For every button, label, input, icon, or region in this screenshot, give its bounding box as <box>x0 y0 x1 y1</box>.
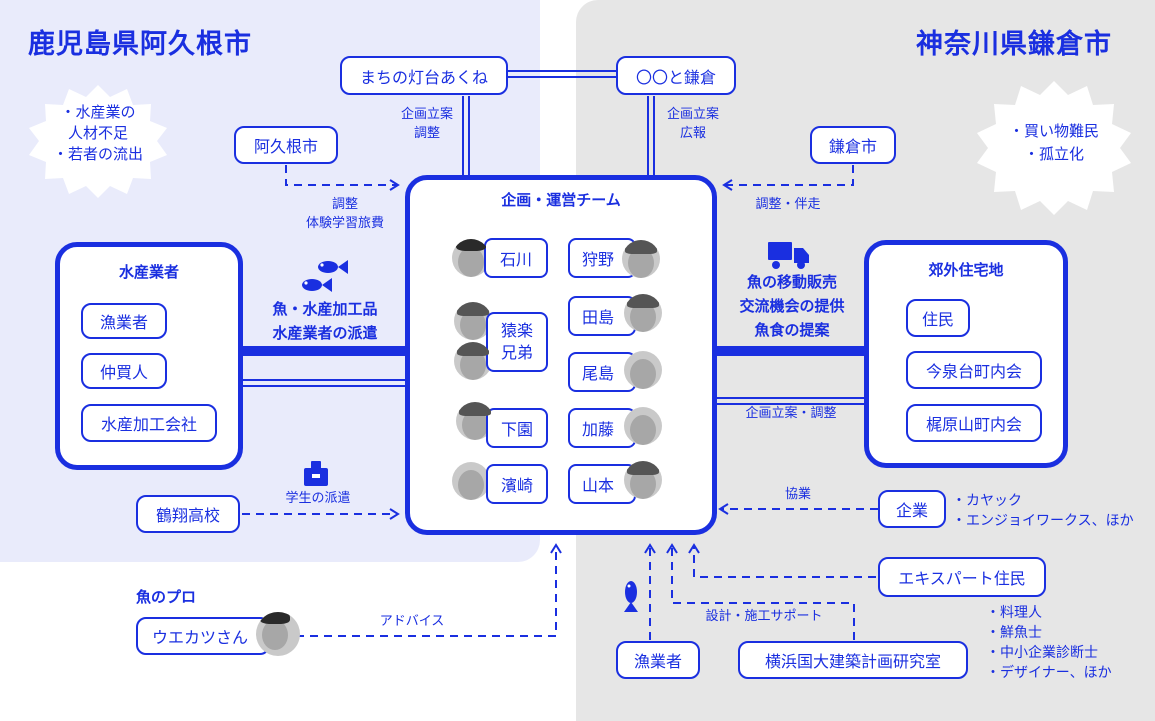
suburb-item-kajiwarayama: 梶原山町内会 <box>906 404 1042 442</box>
kamakura-city-role: 調整・伴走 <box>755 197 821 212</box>
suburb-coordination-label: 企画立案・調整 <box>745 406 837 421</box>
suburb-item-residents: 住民 <box>906 299 970 337</box>
expert-item: ・デザイナー、ほか <box>986 665 1112 681</box>
member-shimozono: 下園 <box>486 408 548 448</box>
member-hamasaki: 濱崎 <box>486 464 548 504</box>
fishery-flow-label: 魚・水産加工品 水産業者の派遣 <box>250 297 400 345</box>
flow-label-line: 魚の移動販売 <box>746 273 837 291</box>
expert-item: ・中小企業診断士 <box>986 645 1098 661</box>
member-photo <box>624 294 662 332</box>
expert-list: ・料理人 ・鮮魚士 ・中小企業診断士 ・デザイナー、ほか <box>986 603 1112 683</box>
lab-label: 設計・施工サポート <box>705 609 823 624</box>
role-line: 体験学習旅費 <box>305 216 384 231</box>
suburb-title: 郊外住宅地 <box>928 261 1004 279</box>
kamakura-project-box: 〇〇と鎌倉 <box>616 56 736 95</box>
fishery-item-fisherman: 漁業者 <box>81 303 167 339</box>
akune-project-box: まちの灯台あくね <box>340 56 508 95</box>
school-label: 学生の派遣 <box>285 491 351 506</box>
suburb-item-imaizumidai: 今泉台町内会 <box>906 351 1042 389</box>
fish-pro-label: アドバイス <box>379 614 445 629</box>
akune-region-title: 鹿児島県阿久根市 <box>28 29 252 60</box>
companies-list: ・カヤック ・エンジョイワークス、ほか <box>952 491 1134 531</box>
suburb-flow-label: 魚の移動販売 交流機会の提供 魚食の提案 <box>722 270 862 342</box>
member-photo <box>624 461 662 499</box>
fish-pro-heading: 魚のプロ <box>136 588 197 606</box>
expert-item: ・料理人 <box>986 605 1042 621</box>
member-photo <box>622 240 660 278</box>
member-photo <box>454 342 492 380</box>
kamakura-city-box: 鎌倉市 <box>810 126 896 164</box>
akune-issue-line: ・水産業の <box>60 103 136 121</box>
school-box: 鶴翔高校 <box>136 495 240 533</box>
member-photo <box>454 302 492 340</box>
kamakura-project-role: 企画立案 広報 <box>658 105 728 143</box>
fish-pro-box: ウエカツさん <box>136 617 270 655</box>
role-line: 企画立案 <box>400 107 453 122</box>
member-photo <box>624 407 662 445</box>
kamakura-issue-line: ・孤立化 <box>1023 145 1084 163</box>
flow-label-line: 魚食の提案 <box>754 321 830 339</box>
kamakura-issues: ・買い物難民 ・孤立化 <box>998 120 1110 166</box>
companies-box: 企業 <box>878 490 946 528</box>
member-photo <box>452 239 490 277</box>
fisherman-box: 漁業者 <box>616 641 700 679</box>
fishery-item-processing-company: 水産加工会社 <box>81 404 217 442</box>
kamakura-region-title: 神奈川県鎌倉市 <box>916 29 1112 60</box>
companies-label: 協業 <box>784 487 811 502</box>
role-line: 広報 <box>679 126 706 141</box>
akune-issues: ・水産業の 人材不足 ・若者の流出 <box>42 102 154 165</box>
akune-city-box: 阿久根市 <box>234 126 338 164</box>
company-item: ・カヤック <box>952 493 1022 509</box>
member-sarugaku-brothers: 猿楽 兄弟 <box>486 312 548 372</box>
role-line: 調整 <box>331 197 358 212</box>
expert-residents-box: エキスパート住民 <box>878 557 1046 597</box>
fish-pro-photo <box>256 612 300 656</box>
lab-box: 横浜国大建築計画研究室 <box>738 641 968 679</box>
company-item: ・エンジョイワークス、ほか <box>952 513 1134 529</box>
right-issue-burst <box>977 81 1131 215</box>
akune-project-role: 企画立案 調整 <box>392 105 462 143</box>
member-photo <box>452 462 490 500</box>
planning-team-title: 企画・運営チーム <box>501 191 621 209</box>
left-issue-burst <box>29 85 167 198</box>
flow-label-line: 交流機会の提供 <box>739 297 845 315</box>
kamakura-issue-line: ・買い物難民 <box>1008 122 1099 140</box>
fishery-title: 水産業者 <box>118 263 179 281</box>
flow-label-line: 魚・水産加工品 <box>272 300 378 318</box>
flow-label-line: 水産業者の派遣 <box>272 324 378 342</box>
akune-issue-line: 人材不足 <box>67 124 128 142</box>
akune-issue-line: ・若者の流出 <box>52 145 143 163</box>
role-line: 企画立案 <box>666 107 719 122</box>
expert-item: ・鮮魚士 <box>986 625 1042 641</box>
akune-city-role: 調整 体験学習旅費 <box>282 195 408 233</box>
fishery-item-broker: 仲買人 <box>81 353 167 389</box>
role-line: 調整 <box>413 126 440 141</box>
member-ishikawa: 石川 <box>484 238 548 278</box>
member-photo <box>624 351 662 389</box>
